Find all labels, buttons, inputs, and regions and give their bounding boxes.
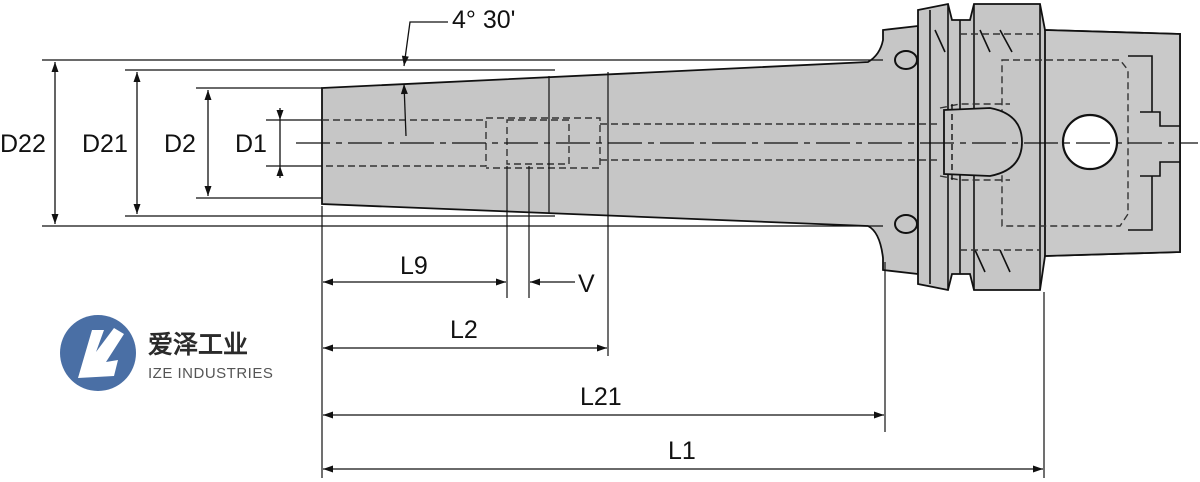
rear-through-hole bbox=[1061, 113, 1119, 171]
drawbar-end bbox=[943, 107, 1023, 177]
label-l2: L2 bbox=[450, 316, 478, 344]
tapered-shank bbox=[321, 24, 919, 276]
label-d1: D1 bbox=[235, 130, 267, 158]
diameter-extension-lines bbox=[42, 59, 883, 227]
label-d22: D22 bbox=[0, 130, 46, 158]
label-d21: D21 bbox=[82, 130, 128, 158]
diameter-dimension-arrows bbox=[51, 62, 284, 224]
angle-callout bbox=[400, 21, 448, 137]
label-l9: L9 bbox=[400, 252, 428, 280]
label-l21: L21 bbox=[580, 383, 622, 411]
station-lines bbox=[548, 72, 609, 216]
logo-name-en: IZE INDUSTRIES bbox=[148, 365, 273, 382]
label-angle: 4° 30' bbox=[452, 6, 515, 34]
label-d2: D2 bbox=[164, 130, 196, 158]
company-logo: 爱泽工业 IZE INDUSTRIES bbox=[60, 315, 273, 391]
dimension-labels: 4° 30' D22 D21 D2 D1 L9 V L2 L21 L1 bbox=[0, 6, 696, 465]
logo-mark-glyph bbox=[78, 328, 124, 378]
length-extension-lines bbox=[321, 166, 1045, 478]
length-dimension-arrows bbox=[323, 278, 1043, 473]
label-v: V bbox=[578, 270, 595, 298]
label-l1: L1 bbox=[668, 437, 696, 465]
tool-body bbox=[321, 2, 1181, 292]
logo-name-cn: 爱泽工业 bbox=[148, 330, 248, 359]
